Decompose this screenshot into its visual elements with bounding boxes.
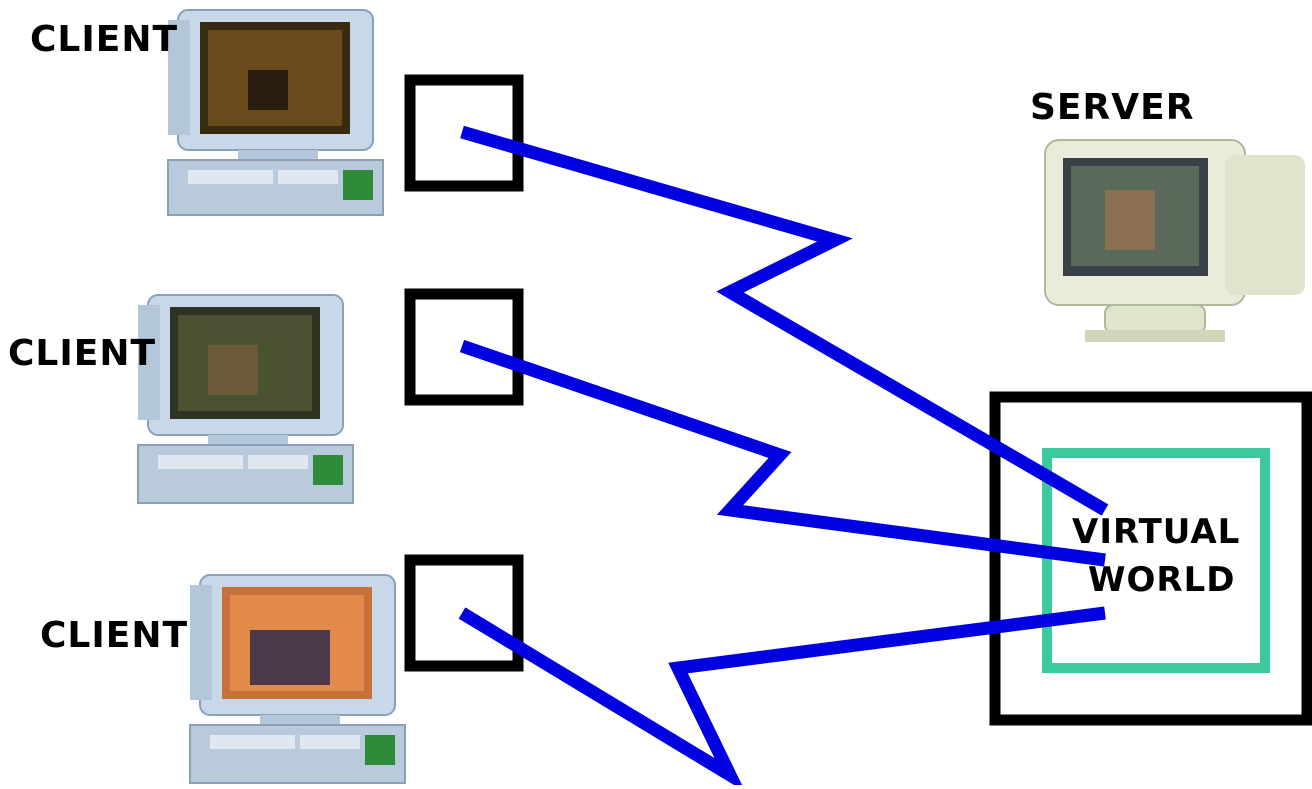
client-connection-box (404, 554, 524, 672)
network-link (460, 125, 1109, 516)
client-computer-icon (137, 294, 354, 504)
server-box (989, 391, 1312, 726)
network-link (458, 606, 1106, 789)
network-link (459, 339, 1106, 567)
client-connection-box (404, 288, 524, 406)
client-label: CLIENT (8, 333, 157, 374)
client-label: CLIENT (40, 615, 189, 656)
server-label: SERVER (1030, 87, 1195, 128)
client-label: CLIENT (30, 19, 179, 60)
client-connection-box (404, 74, 524, 192)
server-monitor-icon (1044, 139, 1305, 342)
client-computer-icon (167, 9, 384, 216)
virtual-world-box (1042, 448, 1270, 673)
virtual-world-label: VIRTUAL (1072, 512, 1241, 552)
client-computer-icon (189, 574, 406, 784)
virtual-world-label: WORLD (1088, 560, 1236, 600)
